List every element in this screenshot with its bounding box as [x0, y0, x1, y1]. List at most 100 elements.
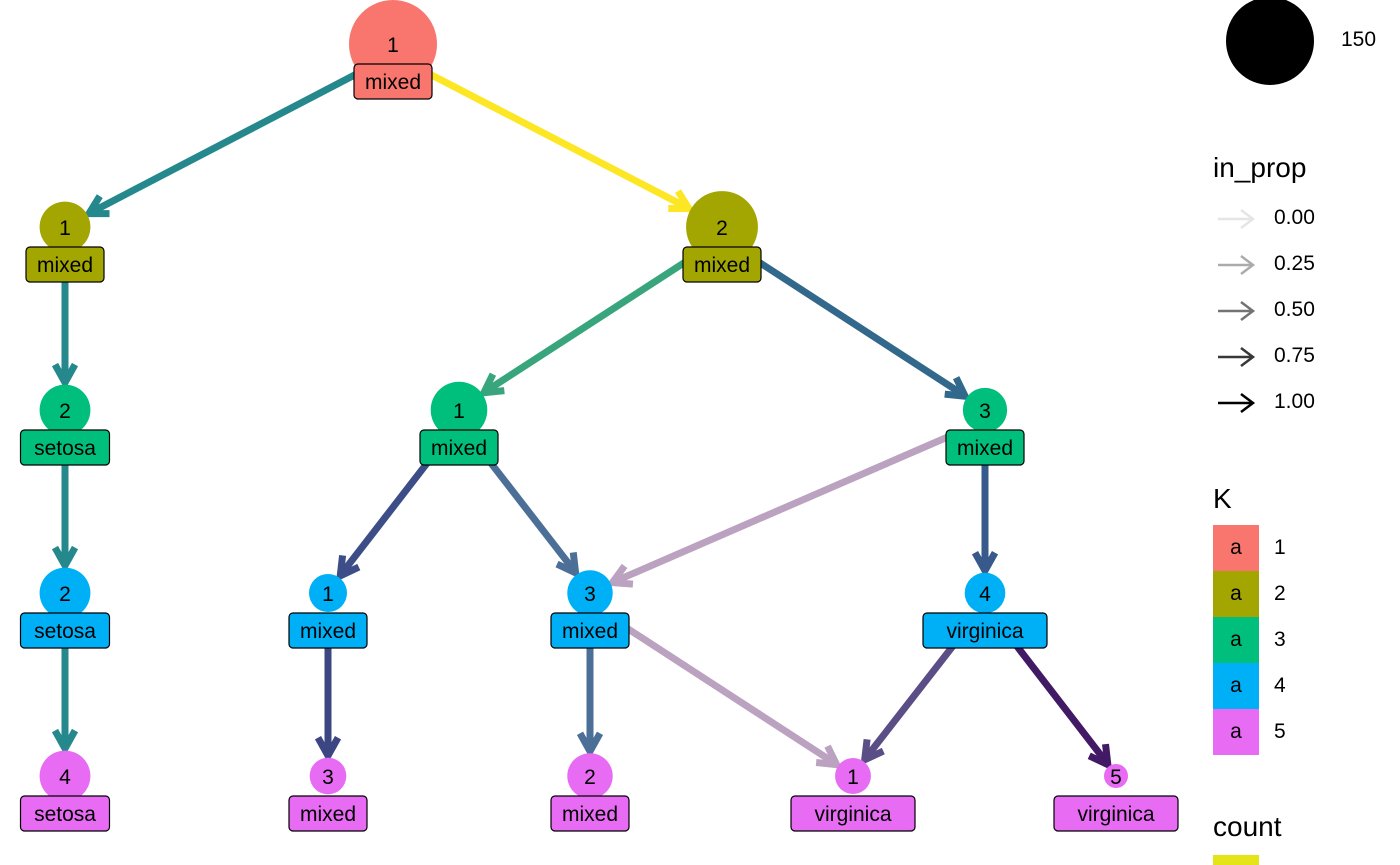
node-label: mixed	[431, 437, 487, 460]
node-K5C5: 5 virginica	[1053, 764, 1179, 832]
node-cluster-number: 5	[1110, 766, 1122, 789]
node-circle	[567, 753, 613, 799]
in-prop-legend-label: 1.00	[1274, 390, 1315, 413]
edge-K3C3-K4C4	[971, 450, 999, 578]
in-prop-legend-label: 0.00	[1274, 206, 1315, 229]
k-legend-title: K	[1213, 483, 1232, 514]
edge-line	[999, 625, 1108, 762]
node-circle	[39, 750, 91, 802]
edge-arrowhead	[668, 189, 696, 213]
arrow-icon	[1218, 393, 1256, 413]
node-cluster-number: 3	[322, 766, 334, 789]
edge-arrowhead	[944, 376, 972, 401]
node-circle	[39, 567, 91, 619]
edge-line	[744, 251, 963, 396]
edge-K4C2-K5C4	[51, 633, 79, 756]
node-circle	[39, 384, 91, 436]
node-label-box	[1053, 795, 1179, 832]
node-label: mixed	[957, 437, 1013, 460]
k-legend-label: 2	[1274, 582, 1286, 605]
in-prop-legend-label: 0.75	[1274, 344, 1315, 367]
edge-line	[92, 65, 369, 214]
size-legend-circle	[1226, 0, 1314, 85]
node-circle	[1104, 764, 1128, 788]
node-cluster-number: 1	[387, 34, 399, 57]
k-legend-swatch: a	[1213, 525, 1259, 571]
node-cluster-number: 4	[59, 766, 71, 789]
edge-K3C3-K4C3	[605, 429, 960, 588]
node-label: mixed	[694, 254, 750, 277]
in-prop-legend-label: 0.25	[1274, 252, 1315, 275]
edge-arrowhead	[815, 744, 843, 769]
edge-K4C4-K5C5	[999, 625, 1113, 771]
node-label: mixed	[365, 71, 421, 94]
node-label-box	[419, 429, 499, 466]
edge-K3C2-K4C2	[51, 450, 79, 573]
k-legend-label: 5	[1274, 720, 1286, 743]
k-legend-swatch: a	[1213, 709, 1259, 755]
node-label: setosa	[34, 620, 96, 643]
node-cluster-number: 1	[453, 400, 465, 423]
node-circle	[39, 201, 91, 253]
edge-arrowhead	[51, 545, 79, 573]
node-circle	[835, 758, 871, 794]
k-legend-label: 1	[1274, 536, 1286, 559]
edge-K1C1-K2C2	[417, 65, 696, 213]
edge-arrowhead	[477, 372, 505, 397]
node-circle	[964, 572, 1006, 614]
arrow-icon	[1218, 209, 1256, 229]
node-cluster-number: 2	[59, 400, 71, 423]
edge-arrowhead	[1087, 743, 1113, 771]
node-circle	[567, 570, 613, 616]
edge-arrowhead	[555, 552, 580, 579]
node-label-box	[288, 612, 368, 649]
edge-line	[417, 65, 686, 209]
node-label-box	[353, 63, 433, 100]
count-legend-title: count	[1213, 811, 1282, 842]
node-K4C1: 1 mixed	[288, 573, 368, 649]
in-prop-legend-title: in_prop	[1213, 152, 1307, 183]
edge-K2C2-K3C3	[744, 251, 972, 401]
edge-K2C2-K3C1	[477, 251, 700, 397]
edge-arrowhead	[971, 550, 999, 578]
node-circle	[686, 191, 758, 263]
node-label: mixed	[562, 620, 618, 643]
node-label: setosa	[34, 437, 96, 460]
node-cluster-number: 1	[322, 583, 334, 606]
node-label: mixed	[300, 620, 356, 643]
node-circle	[962, 387, 1008, 433]
node-circle	[430, 381, 488, 439]
node-label: mixed	[37, 254, 93, 277]
edge-arrowhead	[336, 555, 361, 582]
node-layer: 1mixed1mixed2mixed2setosa1mixed3mixed2se…	[19, 0, 1179, 832]
node-K4C2: 2 setosa	[19, 567, 111, 649]
node-cluster-number: 1	[847, 766, 859, 789]
k-legend-label: 3	[1274, 628, 1286, 651]
node-circle	[309, 757, 347, 795]
node-label-box	[25, 246, 105, 283]
node-cluster-number: 1	[59, 217, 71, 240]
node-label-box	[550, 612, 630, 649]
edge-line	[616, 429, 960, 584]
node-cluster-number: 2	[584, 766, 596, 789]
edge-arrowhead	[576, 731, 604, 759]
count-legend-colorbar	[1213, 855, 1259, 865]
node-cluster-number: 2	[59, 583, 71, 606]
node-cluster-number: 2	[716, 217, 728, 240]
node-label: virginica	[1077, 803, 1154, 826]
node-label-box	[288, 795, 368, 832]
node-label-box	[550, 795, 630, 832]
node-K3C2: 2 setosa	[19, 384, 111, 466]
edge-arrowhead	[51, 728, 79, 756]
node-cluster-number: 3	[979, 400, 991, 423]
edge-layer	[51, 65, 1113, 771]
node-label-box	[19, 612, 111, 649]
edge-arrowhead	[314, 735, 342, 763]
node-label: virginica	[946, 620, 1023, 643]
edge-K4C3-K5C2	[576, 633, 604, 759]
in-prop-legend-label: 0.50	[1274, 298, 1315, 321]
